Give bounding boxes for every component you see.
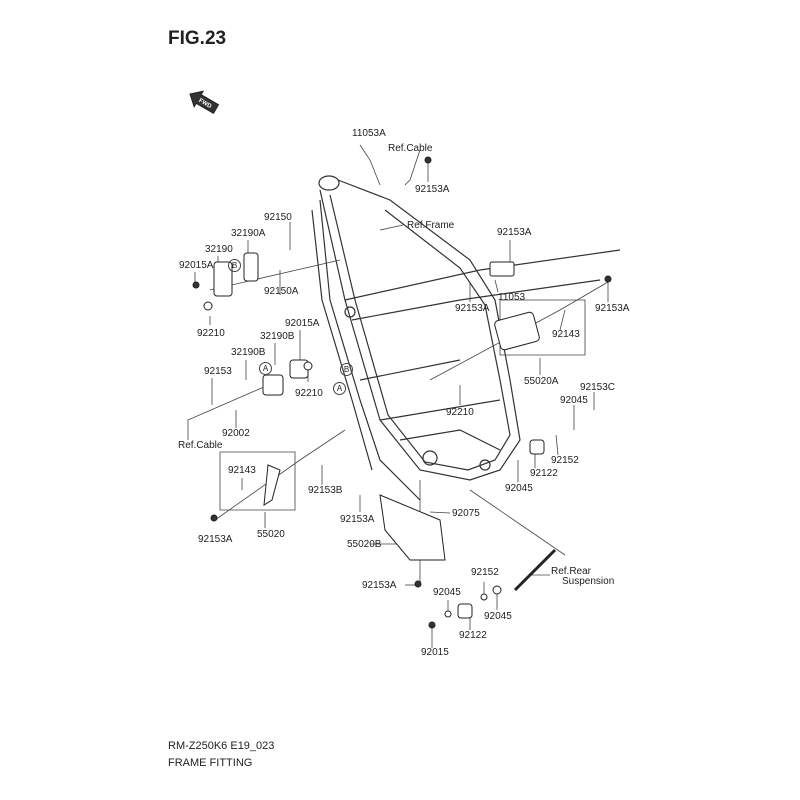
label-92045: 92045 [484, 611, 512, 622]
label-92210: 92210 [295, 388, 323, 399]
label-92153A: 92153A [340, 514, 375, 525]
label-92150A: 92150A [264, 286, 299, 297]
label-55020B: 55020B [347, 539, 382, 550]
label-92143: 92143 [552, 329, 580, 340]
label-92150: 92150 [264, 212, 292, 223]
label-92153A: 92153A [497, 227, 532, 238]
marker-b: B [340, 363, 353, 376]
label-11053: 11053 [498, 292, 526, 303]
label-32190B: 32190B [260, 331, 295, 342]
marker-a: A [259, 362, 272, 375]
label-92002: 92002 [222, 428, 250, 439]
label-92045: 92045 [560, 395, 588, 406]
frame-body [311, 175, 621, 501]
label-92153A: 92153A [198, 534, 233, 545]
label-ref-frame: Ref.Frame [407, 220, 455, 231]
label-92045: 92045 [505, 483, 533, 494]
marker-b: B [228, 259, 241, 272]
diagram-name: FRAME FITTING [168, 757, 253, 769]
label-92153A: 92153A [455, 303, 490, 314]
label-92153A: 92153A [362, 580, 397, 591]
label-ref-cable: Ref.Cable [388, 143, 433, 154]
label-suspension: Suspension [562, 576, 615, 587]
label-92153: 92153 [204, 366, 232, 377]
label-92143: 92143 [228, 465, 256, 476]
label-92153B: 92153B [308, 485, 343, 496]
figure-title: FIG.23 [168, 28, 227, 49]
label-92210: 92210 [197, 328, 225, 339]
label-55020A: 55020A [524, 376, 559, 387]
label-92210: 92210 [446, 407, 474, 418]
fwd-arrow-icon: FWD [189, 90, 220, 115]
label-92122: 92122 [530, 468, 558, 479]
diagram-code: RM-Z250K6 E19_023 [168, 740, 275, 752]
label-32190A: 32190A [231, 228, 266, 239]
label-ref-cable: Ref.Cable [178, 440, 223, 451]
label-ref-rear: Ref.Rear [551, 566, 592, 577]
label-92015A: 92015A [179, 260, 214, 271]
label-92075: 92075 [452, 508, 480, 519]
label-92152: 92152 [551, 455, 579, 466]
label-92153A: 92153A [415, 184, 450, 195]
label-92153C: 92153C [580, 382, 616, 393]
label-11053A: 11053A [352, 128, 386, 139]
label-92122: 92122 [459, 630, 487, 641]
parts [192, 156, 612, 629]
marker-a: A [333, 382, 346, 395]
label-92015A: 92015A [285, 318, 320, 329]
label-92045: 92045 [433, 587, 461, 598]
label-32190: 32190 [205, 244, 233, 255]
label-92015: 92015 [421, 647, 449, 658]
label-32190B: 32190B [231, 347, 266, 358]
label-55020: 55020 [257, 529, 285, 540]
label-92153A: 92153A [595, 303, 630, 314]
label-92152: 92152 [471, 567, 499, 578]
